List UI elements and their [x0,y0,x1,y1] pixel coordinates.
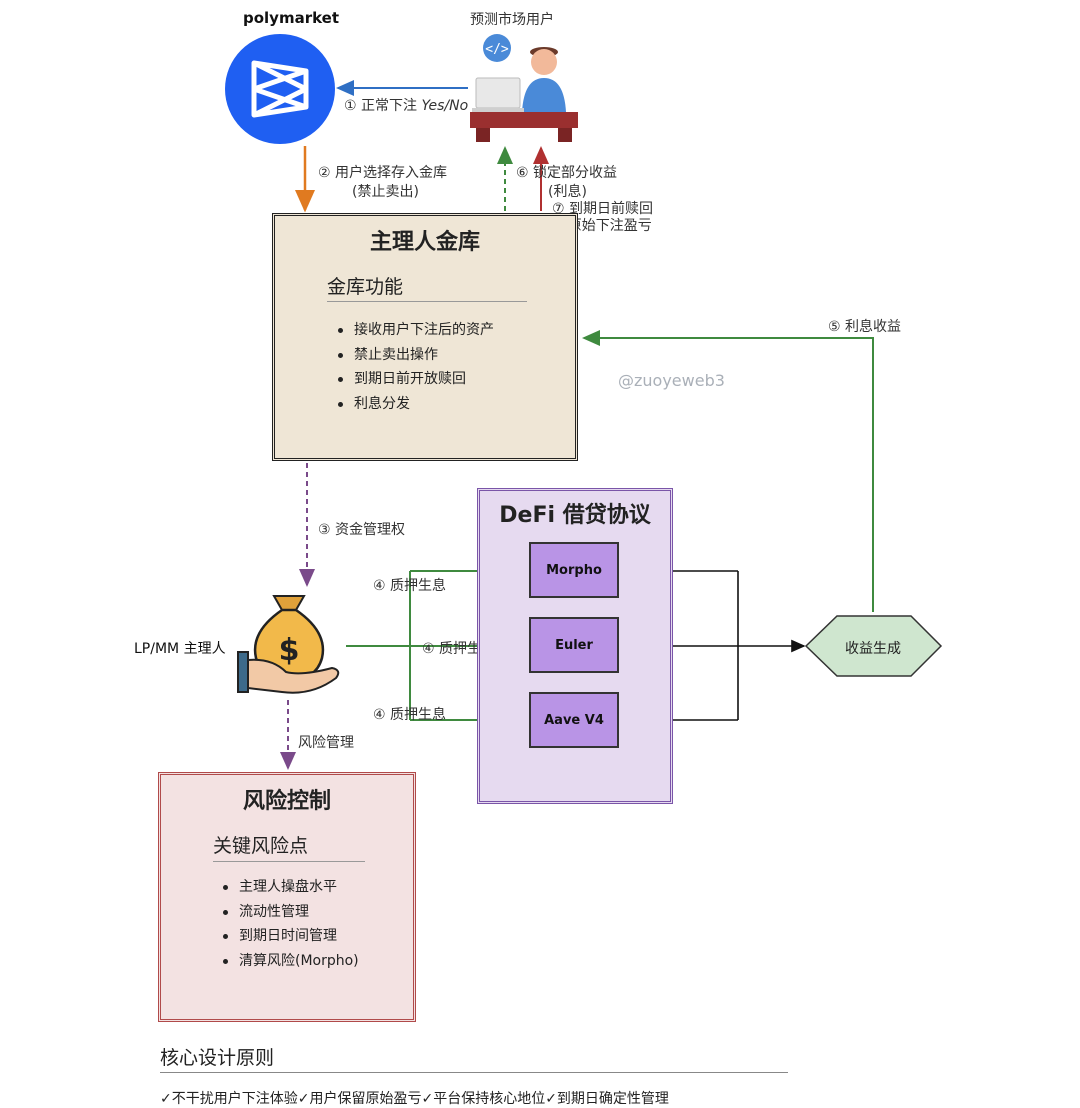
vault-box: 主理人金库 金库功能 接收用户下注后的资产 禁止卖出操作 到期日前开放赎回 利息… [272,213,578,461]
label-step6: ⑥ 锁定部分收益 [516,165,618,181]
laptop-icon [472,77,524,113]
user-illustration: </> [466,32,582,144]
list-item: 清算风险(Morpho) [223,949,359,974]
protocol-euler: Euler [529,617,619,673]
user-title: 预测市场用户 [470,12,554,28]
label-step1: ① 正常下注 Yes/No [344,98,469,114]
list-item: 流动性管理 [223,900,359,925]
person-icon [522,47,566,112]
protocol-aave: Aave V4 [529,692,619,748]
vault-subtitle: 金库功能 [327,276,404,298]
label-step4-euler: ④ 质押生息 [422,641,496,657]
vault-function-list: 接收用户下注后的资产 禁止卖出操作 到期日前开放赎回 利息分发 [338,318,494,416]
list-item: 禁止卖出操作 [338,343,494,368]
label-risk-mgmt: 风险管理 [298,735,354,751]
yield-hexagon [804,615,943,677]
list-item: 到期日前开放赎回 [338,367,494,392]
risk-list: 主理人操盘水平 流动性管理 到期日时间管理 清算风险(Morpho) [223,875,359,973]
label-step3: ③ 资金管理权 [318,522,406,538]
label-step6-note: (利息) [548,184,587,200]
protocol-morpho: Morpho [529,542,619,598]
watermark: @zuoyeweb3 [618,371,725,390]
principles-rule [160,1072,788,1073]
list-item: 接收用户下注后的资产 [338,318,494,343]
polymarket-logo-icon [224,33,336,145]
code-bubble-icon: </> [483,34,511,62]
list-item: 主理人操盘水平 [223,875,359,900]
risk-box: 风险控制 关键风险点 主理人操盘水平 流动性管理 到期日时间管理 清算风险(Mo… [158,772,416,1022]
label-step2-note: (禁止卖出) [352,184,419,200]
vault-title: 主理人金库 [369,230,480,255]
vault-subtitle-rule [327,301,527,302]
label-step2: ② 用户选择存入金库 [318,165,448,181]
arrow-interest-return [582,330,874,612]
yield-node-label: 收益生成 [845,641,901,657]
risk-title: 风险控制 [242,789,331,814]
defi-title: DeFi 借贷协议 [499,503,651,528]
risk-subtitle: 关键风险点 [213,835,309,857]
lp-label: LP/MM 主理人 [134,641,226,657]
money-bag-hand-icon: $ [232,588,346,700]
label-step4-morpho: ④ 质押生息 [373,578,447,594]
svg-text:$: $ [279,633,300,668]
brand-name: polymarket [243,9,340,27]
svg-text:</>: </> [485,42,509,57]
label-step5: ⑤ 利息收益 [828,319,902,335]
desk-icon [470,112,578,142]
risk-subtitle-rule [213,861,365,862]
label-step7-note: +原始下注盈亏 [556,218,652,234]
principles-title: 核心设计原则 [160,1047,275,1069]
list-item: 利息分发 [338,392,494,417]
label-step4-aave: ④ 质押生息 [373,707,447,723]
principles-text: ✓不干扰用户下注体验✓用户保留原始盈亏✓平台保持核心地位✓到期日确定性管理 [160,1091,669,1107]
list-item: 到期日时间管理 [223,924,359,949]
